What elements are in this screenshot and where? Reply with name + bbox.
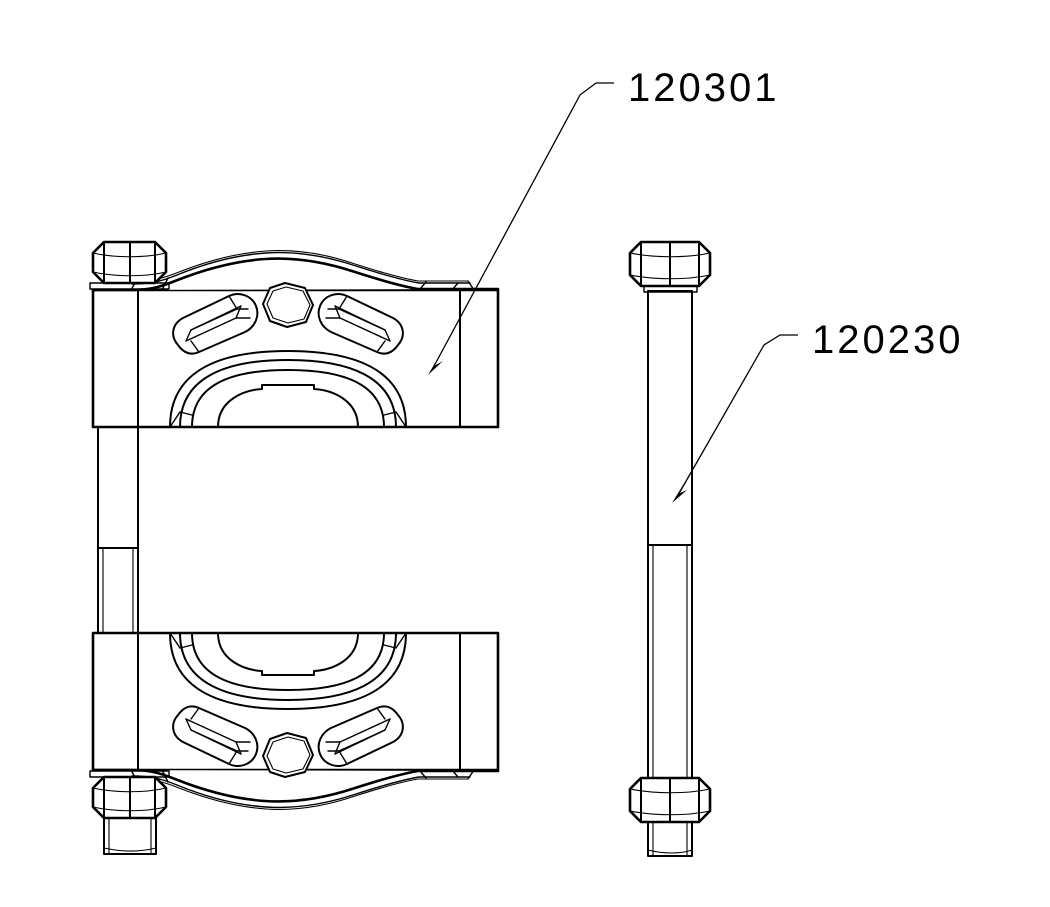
bolt-hex-head bbox=[628, 240, 712, 293]
leader-line-120230 bbox=[676, 334, 798, 498]
upper-center-octagonal-hole bbox=[262, 282, 314, 328]
part-number-120301: 120301 bbox=[628, 66, 779, 110]
upper-left-slot-recess bbox=[172, 293, 259, 355]
bolt-hex-nut bbox=[628, 776, 712, 857]
lower-left-hex-nut bbox=[89, 770, 170, 855]
callout-120230: 120230 bbox=[672, 318, 963, 503]
lower-right-slot-recess bbox=[317, 705, 404, 767]
part-number-120230: 120230 bbox=[812, 318, 963, 362]
leader-arrowhead-120230 bbox=[672, 480, 687, 503]
lower-center-octagonal-hole bbox=[262, 732, 314, 778]
lower-clamp-half bbox=[91, 631, 500, 810]
lower-bore-arcs bbox=[169, 632, 407, 710]
upper-left-hex-nut bbox=[89, 240, 170, 290]
leader-line-120301 bbox=[432, 82, 614, 369]
upper-bore-arcs bbox=[169, 350, 407, 428]
lower-left-slot-recess bbox=[172, 705, 259, 767]
leader-arrowhead-120301 bbox=[428, 351, 443, 375]
bolt-side-view bbox=[628, 240, 712, 857]
upper-right-slot-recess bbox=[317, 293, 404, 355]
upper-clamp-half bbox=[91, 250, 500, 429]
callout-120301: 120301 bbox=[428, 66, 779, 375]
left-connecting-bolt-shank bbox=[97, 423, 139, 661]
